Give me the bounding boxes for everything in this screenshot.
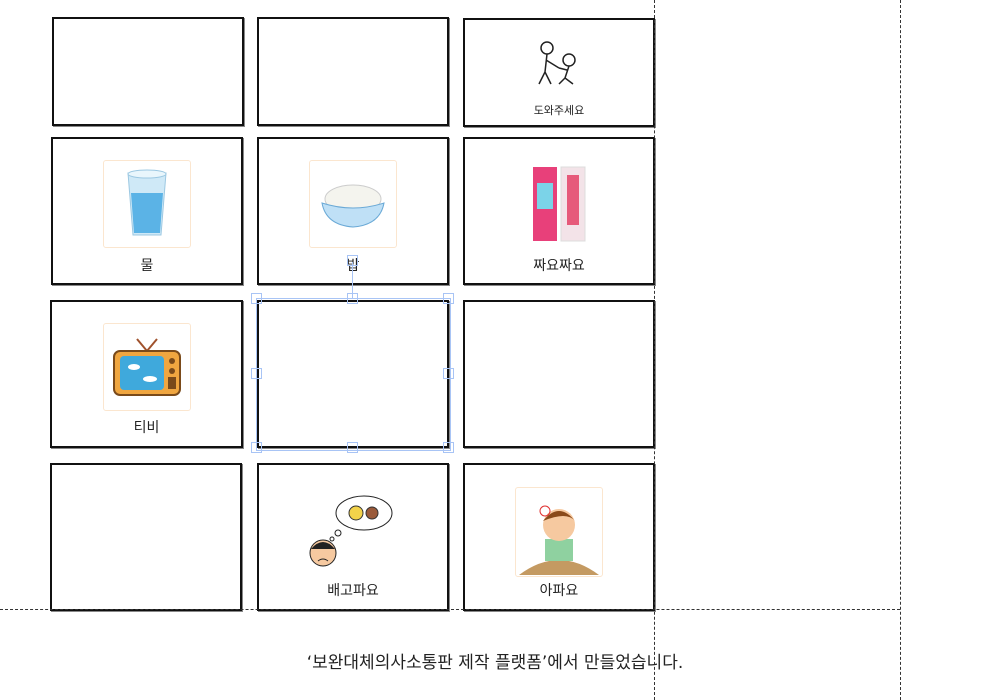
card-empty-2[interactable]	[257, 17, 449, 126]
card-label: 짜요짜요	[533, 258, 585, 274]
card-rice[interactable]: 밥	[257, 137, 449, 285]
help-people-icon	[529, 38, 589, 90]
resize-handle-w[interactable]	[251, 368, 262, 379]
selection-box[interactable]	[256, 298, 451, 451]
rotate-handle[interactable]	[347, 255, 358, 266]
resize-handle-se[interactable]	[443, 442, 454, 453]
resize-handle-sw[interactable]	[251, 442, 262, 453]
resize-handle-nw[interactable]	[251, 293, 262, 304]
page-guide-vertical-2	[900, 0, 901, 700]
rotate-handle-line	[352, 262, 353, 298]
resize-handle-n[interactable]	[347, 293, 358, 304]
hungry-face-icon	[308, 493, 398, 569]
card-sick[interactable]: 아파요	[463, 463, 655, 611]
card-empty-1[interactable]	[52, 17, 244, 126]
card-label: 배고파요	[327, 583, 379, 599]
card-help[interactable]: 도와주세요	[463, 18, 655, 127]
yogurt-tube-icon	[529, 165, 589, 243]
card-empty-selected[interactable]	[257, 300, 449, 448]
resize-handle-s[interactable]	[347, 442, 358, 453]
card-label: 물	[140, 258, 154, 274]
rice-bowl-icon	[309, 160, 397, 248]
water-glass-icon	[103, 160, 191, 248]
page-guide-horizontal	[0, 609, 900, 610]
card-label: 티비	[133, 420, 160, 436]
resize-handle-e[interactable]	[443, 368, 454, 379]
footer-credit: ‘보완대체의사소통판 제작 플랫폼’에서 만들었습니다.	[306, 653, 684, 673]
card-empty-4[interactable]	[50, 463, 242, 611]
resize-handle-ne[interactable]	[443, 293, 454, 304]
sick-boy-icon	[515, 487, 603, 577]
card-label: 아파요	[539, 583, 579, 599]
page-guide-vertical-1	[654, 0, 655, 700]
card-hungry[interactable]: 배고파요	[257, 463, 449, 611]
tv-icon	[102, 323, 191, 411]
card-yogurt[interactable]: 짜요짜요	[463, 137, 655, 285]
card-label: 도와주세요	[533, 104, 585, 117]
card-tv[interactable]: 티비	[50, 300, 243, 448]
card-water[interactable]: 물	[51, 137, 243, 285]
card-empty-3[interactable]	[463, 300, 655, 448]
